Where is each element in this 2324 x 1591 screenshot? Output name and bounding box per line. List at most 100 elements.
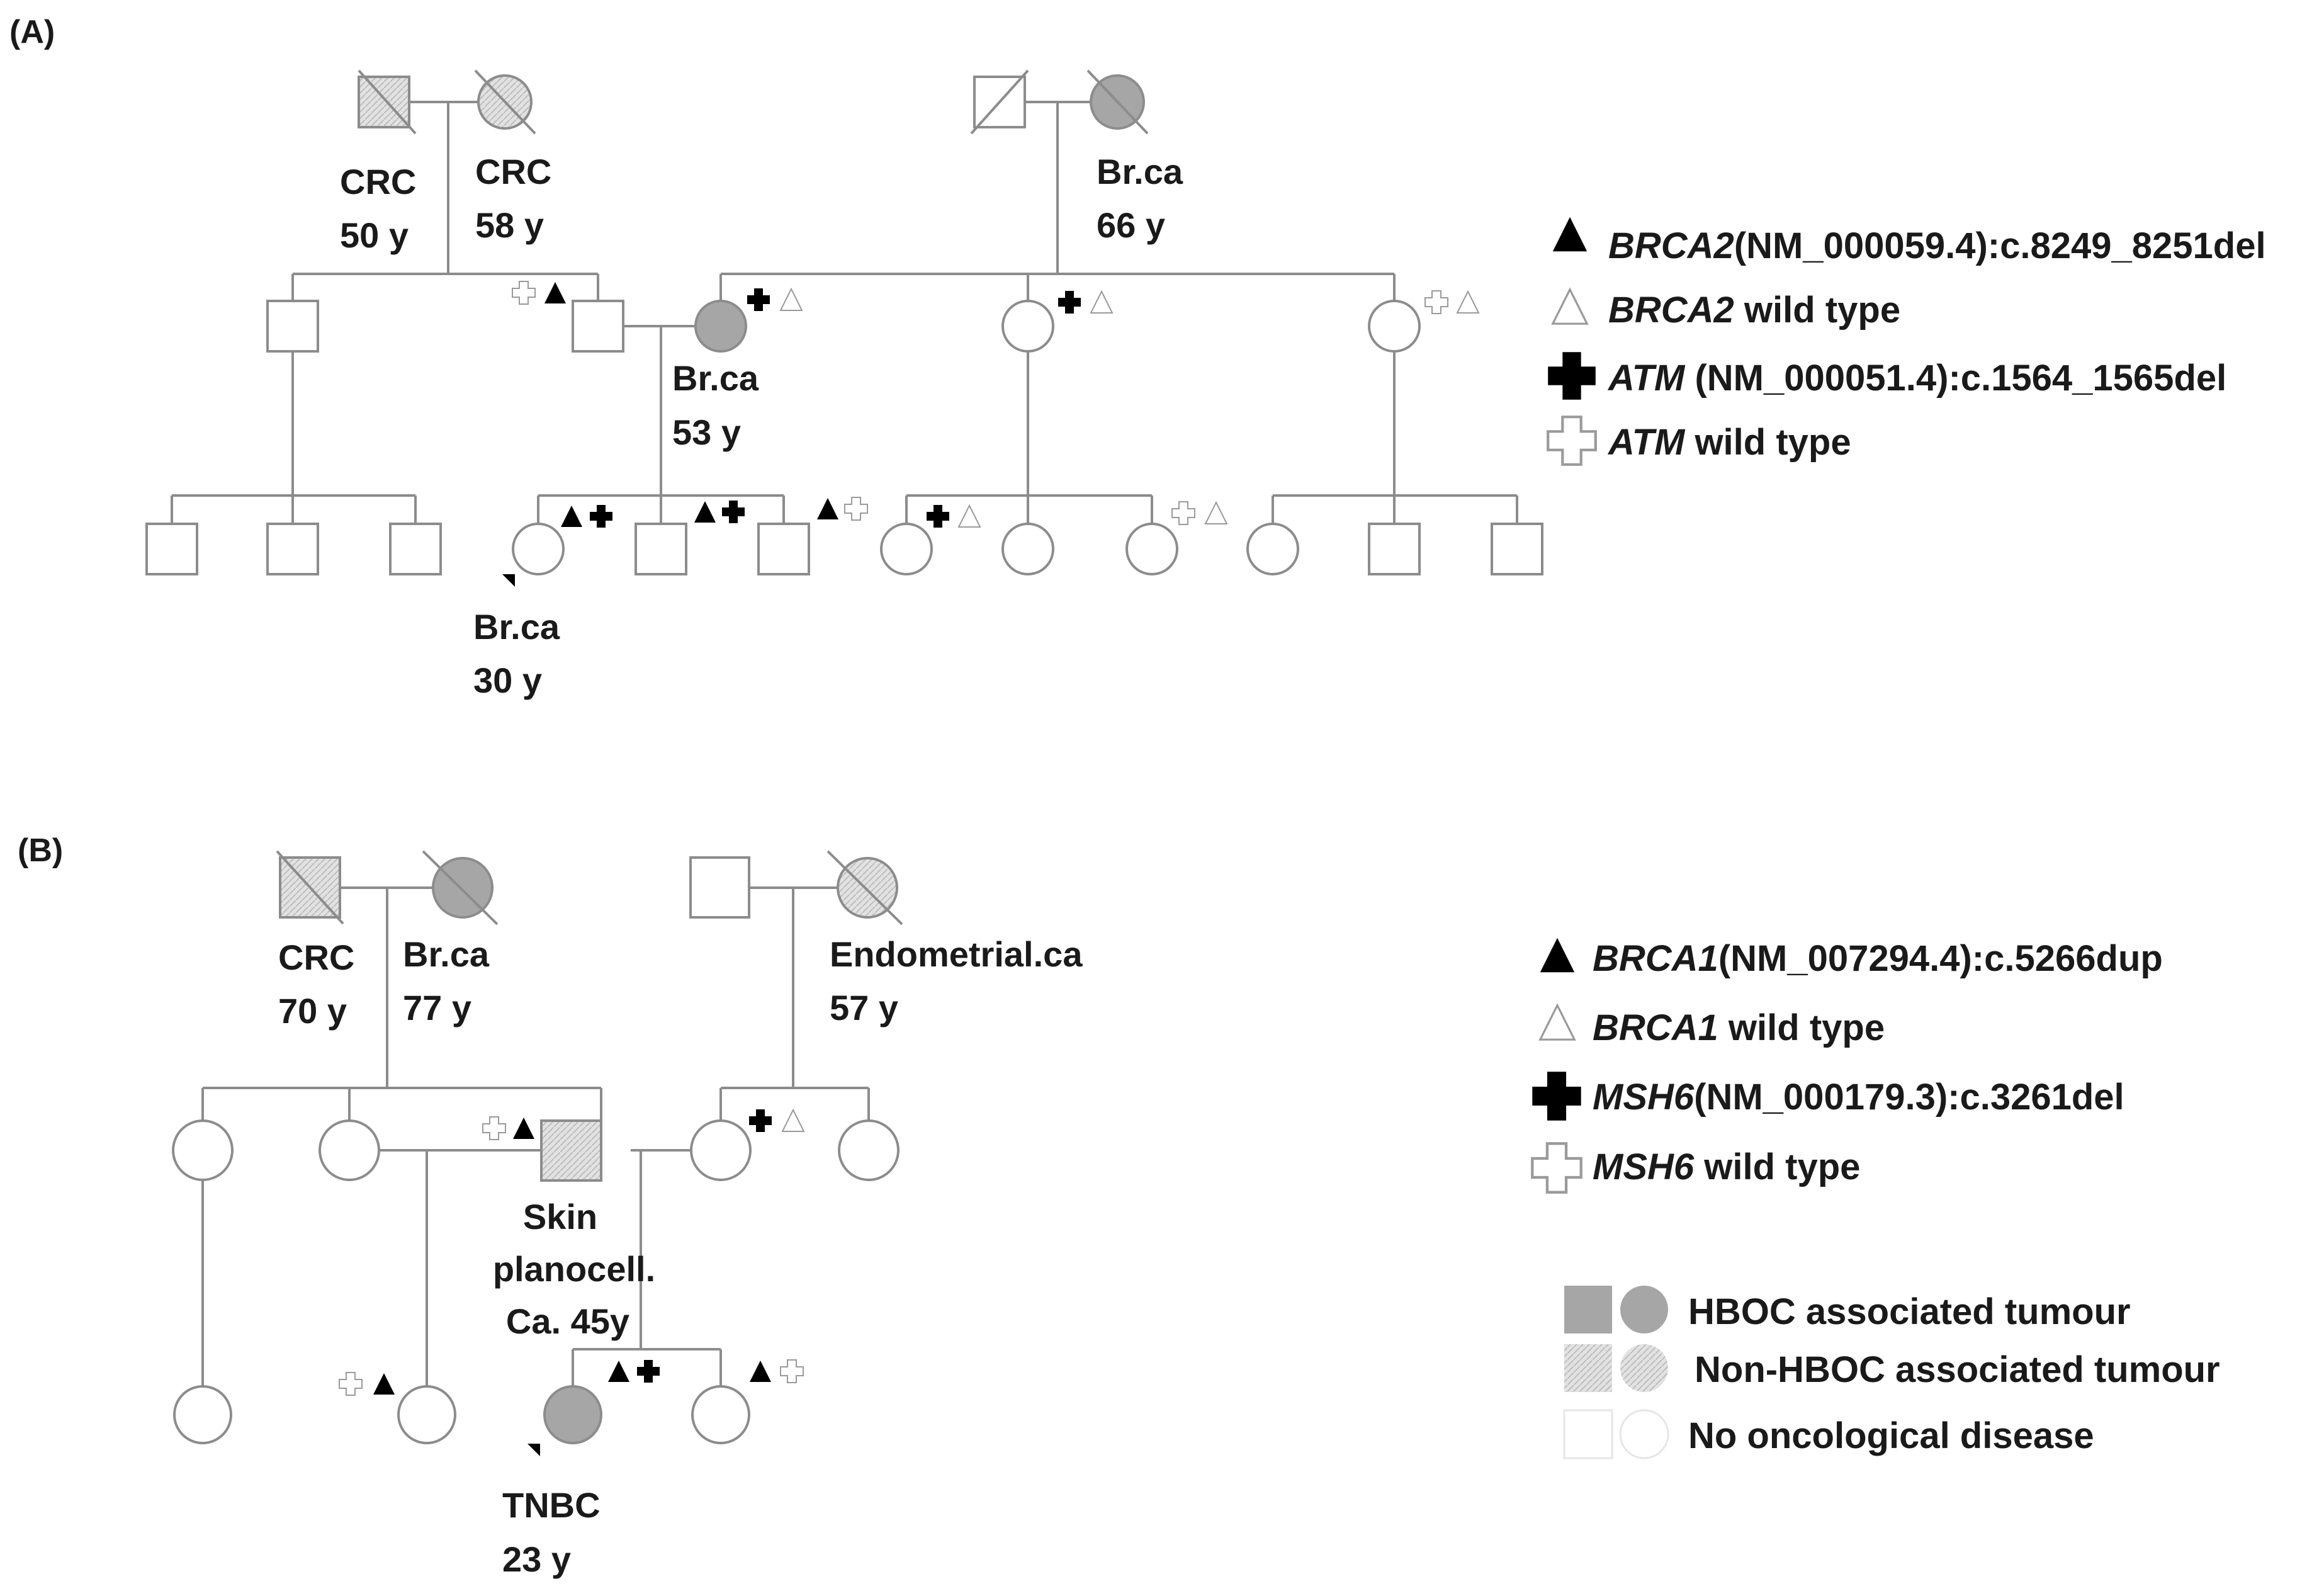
pedigree-b-gf-p-dx: CRC bbox=[278, 937, 354, 977]
legend-b: BRCA1(NM_007294.4):c.5266dup BRCA1 wild … bbox=[1532, 937, 2220, 1459]
pedigree-b-aunt-2 bbox=[319, 1119, 380, 1181]
brca-wildtype-icon bbox=[1090, 291, 1113, 314]
legend-hboc-label: HBOC associated tumour bbox=[1688, 1291, 2131, 1332]
pedigree-a-proband-dx: Br.ca bbox=[473, 607, 560, 647]
pedigree-b-father-dx-1: Skin bbox=[523, 1197, 597, 1237]
pedigree-a-father bbox=[572, 300, 624, 353]
legend-a-wt2: ATM wild type bbox=[1607, 422, 1851, 463]
legend-b-wt2: MSH6 wild type bbox=[1593, 1147, 1860, 1187]
legend-b-wt1: BRCA1 wild type bbox=[1593, 1007, 1885, 1048]
pedigree-a: CRC 50 y CRC 58 y Br.ca 66 y Br.ca 53 y … bbox=[145, 69, 1543, 700]
brca2-wildtype-legend-icon bbox=[1552, 288, 1588, 325]
pedigree-b-father-dx-2: planocell. bbox=[493, 1249, 655, 1289]
pedigree-a-gf-p-dx: CRC bbox=[340, 162, 416, 201]
pedigree-b-maternal-aunt bbox=[838, 1119, 900, 1181]
pedigree-b-cousin-1 bbox=[173, 1385, 232, 1444]
legend-none-circle bbox=[1619, 1409, 1669, 1459]
brca2-mutant-legend-icon bbox=[1552, 217, 1588, 252]
pedigree-a-uncle bbox=[266, 300, 319, 353]
msh6-mutant-icon bbox=[637, 1360, 660, 1383]
pedigree-a-proband bbox=[512, 523, 565, 575]
pedigree-a-gf-p-age: 50 y bbox=[340, 215, 409, 255]
brca-wildtype-icon bbox=[780, 288, 803, 311]
msh6-wildtype-icon bbox=[482, 1116, 506, 1140]
brca-mutant-icon bbox=[694, 501, 716, 523]
legend-b-mut1: BRCA1(NM_007294.4):c.5266dup bbox=[1593, 938, 2163, 979]
pedigree-a-brother-1 bbox=[635, 523, 687, 575]
pedigree-b-maternal-grandfather bbox=[689, 856, 750, 919]
legend-b-mut2: MSH6(NM_000179.3):c.3261del bbox=[1593, 1077, 2124, 1118]
pedigree-a-aunt-2 bbox=[1368, 300, 1421, 353]
atm-wildtype-icon bbox=[512, 281, 536, 305]
brca-mutant-icon bbox=[561, 506, 582, 527]
brca-mutant-icon bbox=[608, 1361, 629, 1382]
pedigree-a-cousin-7 bbox=[1246, 523, 1299, 575]
atm-mutant-icon bbox=[927, 505, 949, 528]
pedigree-b-gf-p-age: 70 y bbox=[278, 991, 347, 1031]
legend-non-hboc-label: Non-HBOC associated tumour bbox=[1695, 1349, 2220, 1390]
pedigree-a-gm-m-dx: Br.ca bbox=[1097, 152, 1183, 191]
brca-mutant-icon bbox=[817, 498, 838, 519]
atm-mutant-icon bbox=[747, 288, 770, 311]
pedigree-a-cousin-1 bbox=[145, 523, 198, 575]
msh6-wildtype-icon bbox=[339, 1372, 363, 1396]
pedigree-b-half-sibling bbox=[397, 1385, 456, 1444]
msh6-mutant-legend-icon bbox=[1532, 1072, 1581, 1121]
brca-mutant-icon bbox=[544, 282, 566, 303]
atm-wildtype-icon bbox=[844, 497, 868, 521]
legend-non-hboc-circle bbox=[1620, 1344, 1668, 1392]
pedigree-a-cousin-9 bbox=[1491, 523, 1543, 575]
legend-none-square bbox=[1563, 1409, 1613, 1459]
brca-mutant-icon bbox=[513, 1118, 534, 1139]
pedigree-a-mother-age: 53 y bbox=[672, 412, 741, 452]
pedigree-b-sibling bbox=[691, 1385, 750, 1444]
brca-mutant-icon bbox=[750, 1361, 771, 1382]
pedigree-a-genotype-markers bbox=[512, 281, 1479, 528]
legend-a-mut1: BRCA2(NM_000059.4):c.8249_8251del bbox=[1608, 225, 2266, 266]
brca-wildtype-icon bbox=[958, 505, 981, 528]
pedigree-a-proband-arrow bbox=[502, 574, 515, 587]
pedigree-a-cousin-3 bbox=[389, 523, 442, 575]
pedigree-a-gm-p-dx: CRC bbox=[475, 152, 551, 191]
pedigree-a-mother bbox=[694, 300, 747, 353]
pedigree-b-paternal-grandmother bbox=[432, 857, 494, 919]
atm-mutant-icon bbox=[722, 501, 745, 523]
legend-a-mut2: ATM (NM_000051.4):c.1564_1565del bbox=[1607, 358, 2226, 399]
atm-mutant-legend-icon bbox=[1548, 352, 1596, 400]
atm-mutant-icon bbox=[1058, 291, 1081, 314]
atm-wildtype-legend-icon bbox=[1548, 417, 1596, 465]
pedigree-b-father bbox=[540, 1119, 602, 1182]
brca1-wildtype-legend-icon bbox=[1539, 1004, 1576, 1041]
pedigree-b-aunt-1 bbox=[172, 1119, 234, 1181]
pedigree-a-aunt-1 bbox=[1001, 300, 1054, 353]
atm-wildtype-icon bbox=[1171, 501, 1195, 525]
pedigree-a-cousin-4 bbox=[880, 523, 933, 575]
brca-wildtype-icon bbox=[1457, 291, 1479, 314]
pedigree-a-gm-m-age: 66 y bbox=[1097, 205, 1165, 245]
pedigree-b-mother bbox=[690, 1119, 752, 1181]
pedigree-a-brother-2 bbox=[757, 523, 810, 575]
pedigree-a-mother-dx: Br.ca bbox=[672, 358, 759, 398]
brca-wildtype-icon bbox=[1205, 502, 1227, 524]
pedigree-a-cousin-2 bbox=[266, 523, 319, 575]
legend-hboc-circle bbox=[1620, 1286, 1668, 1333]
pedigree-b-gm-m-dx: Endometrial.ca bbox=[830, 934, 1083, 974]
pedigree-b-proband bbox=[543, 1385, 602, 1444]
legend-non-hboc-square bbox=[1564, 1344, 1612, 1392]
pedigree-a-proband-age: 30 y bbox=[473, 660, 542, 700]
pedigree-a-lines bbox=[171, 101, 1518, 524]
pedigree-b-gm-p-age: 77 y bbox=[403, 988, 471, 1028]
pedigree-a-cousin-6 bbox=[1125, 523, 1178, 575]
pedigree-b-proband-arrow bbox=[527, 1444, 540, 1456]
pedigree-b-proband-dx: TNBC bbox=[502, 1485, 601, 1525]
msh6-wildtype-icon bbox=[780, 1359, 804, 1383]
legend-a-wt1: BRCA2 wild type bbox=[1608, 290, 1900, 331]
pedigree-a-cousin-5 bbox=[1001, 523, 1054, 575]
pedigree-b-lines bbox=[201, 886, 870, 1415]
pedigree-b-father-dx-3: Ca. 45y bbox=[506, 1301, 629, 1341]
msh6-wildtype-legend-icon bbox=[1532, 1143, 1581, 1192]
pedigree-a-cousin-8 bbox=[1368, 523, 1421, 575]
pedigree-b-gm-m-age: 57 y bbox=[830, 988, 898, 1028]
msh6-mutant-icon bbox=[749, 1109, 772, 1132]
